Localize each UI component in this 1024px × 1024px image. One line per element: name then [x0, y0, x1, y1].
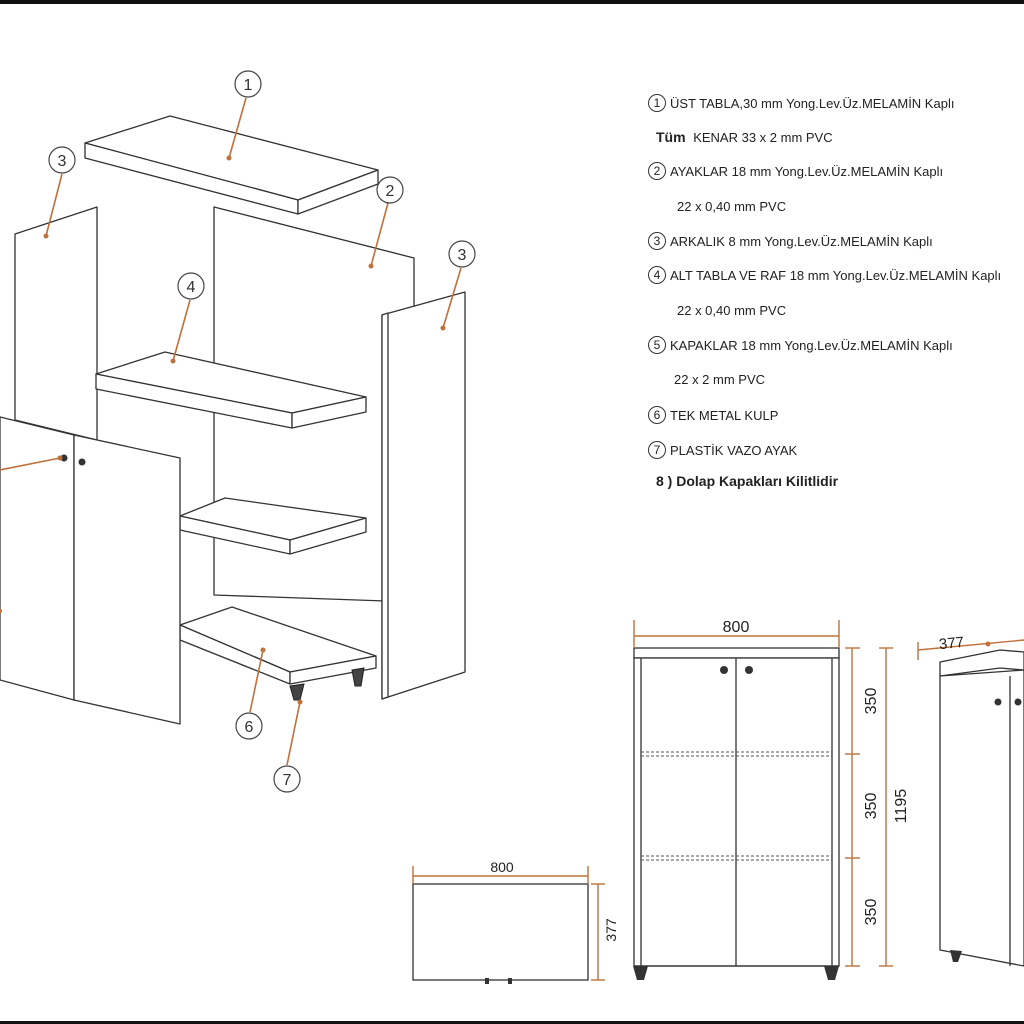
- legend-text-4: ALT TABLA VE RAF 18 mm Yong.Lev.Üz.MELAM…: [670, 267, 1002, 283]
- callout-3-right: 3: [458, 247, 467, 264]
- legend-text-3: ARKALIK 8 mm Yong.Lev.Üz.MELAMİN Kaplı: [670, 233, 933, 249]
- legend-num-3: 3: [648, 232, 666, 250]
- legend-text-5: KAPAKLAR 18 mm Yong.Lev.Üz.MELAMİN Kaplı: [670, 337, 953, 353]
- legend-num-6: 6: [648, 406, 666, 424]
- legend-item-2: 2 AYAKLAR 18 mm Yong.Lev.Üz.MELAMİN Kapl…: [648, 162, 943, 180]
- legend-item-4: 4 ALT TABLA VE RAF 18 mm Yong.Lev.Üz.MEL…: [648, 266, 1001, 284]
- legend-text-1: ÜST TABLA,30 mm Yong.Lev.Üz.MELAMİN Kapl…: [670, 95, 955, 111]
- legend-num-2: 2: [648, 162, 666, 180]
- legend-num-4: 4: [648, 266, 666, 284]
- bottom-board-side: [289, 655, 377, 685]
- handle-right: [78, 458, 86, 466]
- dim-top-depth: 377: [603, 918, 619, 942]
- frame-bottom: [0, 1021, 1024, 1024]
- right-side-panel-face: [381, 291, 466, 700]
- callout-4: 4: [187, 279, 196, 296]
- legend-item-8: 8 ) Dolap Kapakları Kilitlidir: [656, 473, 839, 489]
- front-view-top: [633, 647, 840, 659]
- foot-front: [289, 683, 305, 701]
- legend-item-1b: Tüm KENAR 33 x 2 mm PVC: [656, 130, 833, 144]
- legend-num-5: 5: [648, 336, 666, 354]
- right-side-panel-edge: [381, 312, 389, 700]
- dim-front-width: 800: [723, 619, 750, 636]
- callout-6: 6: [245, 719, 254, 736]
- legend-bold-tum: Tüm: [656, 129, 686, 145]
- dim-front-h2: 350: [863, 793, 880, 820]
- side-view-body: [939, 669, 1024, 967]
- legend-num-7: 7: [648, 441, 666, 459]
- shelf-top-side: [291, 396, 367, 429]
- legend-text-2: AYAKLAR 18 mm Yong.Lev.Üz.MELAMİN Kaplı: [670, 163, 944, 179]
- legend-text-7: PLASTİK VAZO AYAK: [670, 442, 798, 458]
- shelf-lower-side: [289, 517, 367, 555]
- door-right: [73, 434, 181, 725]
- legend-num-1: 1: [648, 94, 666, 112]
- legend-text-4b: 22 x 0,40 mm PVC: [677, 303, 787, 318]
- legend-text-6: TEK METAL KULP: [670, 407, 779, 423]
- dim-front-h1: 350: [863, 688, 880, 715]
- dim-front-h3: 350: [863, 899, 880, 926]
- dim-front-total: 1195: [893, 789, 910, 824]
- legend-item-5: 5 KAPAKLAR 18 mm Yong.Lev.Üz.MELAMİN Kap…: [648, 336, 953, 354]
- foot-back: [351, 667, 365, 687]
- left-side-panel: [14, 206, 98, 441]
- dim-top-width: 800: [490, 859, 514, 875]
- legend-item-7: 7 PLASTİK VAZO AYAK: [648, 441, 797, 459]
- legend-text-1b: KENAR 33 x 2 mm PVC: [693, 130, 833, 145]
- frame-top: [0, 0, 1024, 4]
- legend-item-6: 6 TEK METAL KULP: [648, 406, 778, 424]
- legend-text-2b: 22 x 0,40 mm PVC: [677, 199, 787, 214]
- callout-1: 1: [244, 77, 253, 94]
- legend-text-5b: 22 x 2 mm PVC: [674, 372, 766, 387]
- callout-3-left: 3: [58, 153, 67, 170]
- handle-left: [60, 454, 68, 462]
- callout-7: 7: [283, 772, 292, 789]
- legend-item-3: 3 ARKALIK 8 mm Yong.Lev.Üz.MELAMİN Kaplı: [648, 232, 933, 250]
- legend-item-1: 1 ÜST TABLA,30 mm Yong.Lev.Üz.MELAMİN Ka…: [648, 94, 954, 112]
- dim-side-depth: 377: [938, 634, 965, 654]
- top-view-body: [412, 883, 589, 981]
- callout-2: 2: [386, 183, 395, 200]
